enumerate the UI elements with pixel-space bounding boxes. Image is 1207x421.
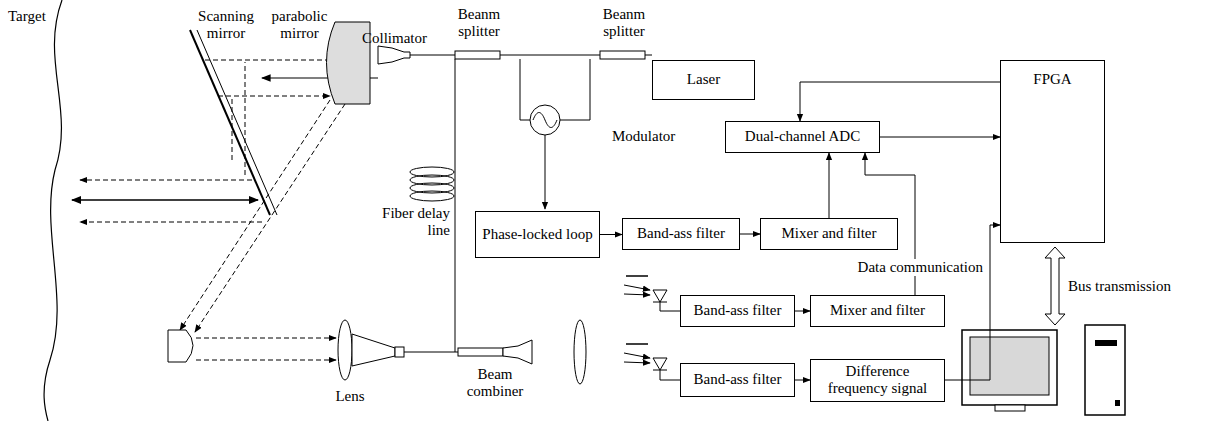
return-beam [218, 96, 330, 97]
modulator-symbol [530, 105, 560, 135]
return-beam [80, 180, 252, 181]
return-beam [196, 360, 336, 361]
filter-plate [626, 275, 648, 277]
fiber [404, 352, 455, 353]
collimator [503, 340, 532, 364]
computer-monitor [962, 330, 1057, 405]
wire [660, 302, 680, 311]
part-label: Scanning mirror [190, 8, 262, 43]
lens [574, 320, 586, 384]
signal-arrow [600, 234, 622, 235]
part-label: Bus transmission [1068, 278, 1200, 295]
fiber-connector [395, 347, 404, 357]
process-box: Laser [652, 60, 755, 100]
part-label: Collimator [362, 30, 444, 47]
light-in [624, 285, 650, 290]
box-text: Difference frequency signal [817, 363, 938, 398]
process-box: FPGA [1000, 60, 1105, 243]
small-mirror [168, 330, 193, 362]
process-box: Band-ass filter [680, 363, 795, 397]
laser-beam [72, 199, 258, 200]
signal-arrow [795, 380, 810, 381]
signal-arrow [945, 225, 1000, 380]
signal-arrow [795, 311, 810, 312]
target-surface [44, 0, 62, 421]
box-text: Band-ass filter [637, 225, 725, 242]
part-label: Modulator [612, 128, 692, 145]
fiber-coil [410, 191, 454, 201]
process-box: Mixer and filter [810, 295, 945, 327]
modulator-symbol [533, 113, 557, 128]
fiber [560, 59, 590, 120]
focus-cone [352, 334, 395, 366]
box-text: Band-ass filter [694, 371, 782, 388]
part-label: Lens [328, 388, 372, 405]
box-text: Phase-locked loop [482, 226, 592, 243]
part-label: Fiber delay line [372, 205, 450, 240]
process-box: Phase-locked loop [475, 211, 600, 258]
part-label: Beanm splitter [588, 6, 660, 41]
part-label: Target [8, 8, 68, 25]
photodiode [653, 358, 667, 370]
scanning-mirror [190, 30, 270, 215]
part-label: Data communication [848, 259, 983, 276]
fiber [455, 59, 458, 352]
process-box: Dual-channel ADC [725, 121, 880, 153]
wire [545, 135, 546, 209]
fiber [520, 59, 530, 120]
light-in [624, 362, 650, 363]
part-label: Beam combiner [452, 366, 538, 401]
fiber [645, 55, 652, 56]
computer-tower [1095, 340, 1117, 346]
filter-plate [626, 343, 648, 345]
process-box: Difference frequency signal [810, 359, 945, 402]
beam-splitter [455, 51, 500, 59]
box-text: Band-ass filter [694, 302, 782, 319]
bus-arrow [1045, 247, 1065, 325]
light-in [624, 353, 650, 358]
signal-arrow [829, 153, 830, 218]
computer-tower [1085, 325, 1125, 415]
computer-monitor [995, 405, 1025, 411]
part-label: Beanm splitter [443, 6, 515, 41]
collimator [378, 46, 410, 64]
return-beam [180, 100, 330, 330]
box-text: Laser [687, 71, 720, 88]
signal-arrow [800, 82, 1000, 121]
box-text: Dual-channel ADC [745, 128, 860, 145]
computer-monitor [970, 337, 1049, 395]
return-beam [196, 338, 336, 339]
fiber [500, 55, 600, 56]
process-box: Band-ass filter [622, 218, 740, 250]
return-beam [195, 104, 345, 332]
light-in [624, 294, 650, 295]
process-box: Mixer and filter [760, 218, 898, 250]
signal-arrow [880, 137, 1000, 138]
scanning-mirror [197, 30, 277, 215]
box-text: Mixer and filter [782, 225, 877, 242]
box-text: FPGA [1033, 71, 1071, 88]
wire [660, 370, 680, 380]
signal-arrow [740, 234, 760, 235]
lens [338, 320, 352, 380]
photodiode [653, 290, 667, 302]
computer-tower [1115, 400, 1120, 406]
fiber [410, 55, 455, 56]
process-box: Band-ass filter [680, 295, 795, 327]
beam-combiner [458, 348, 503, 356]
return-beam [80, 222, 262, 223]
box-text: Mixer and filter [830, 302, 925, 319]
beam-splitter [600, 51, 645, 59]
part-label: parabolic mirror [262, 8, 337, 43]
return-beam [205, 60, 334, 61]
